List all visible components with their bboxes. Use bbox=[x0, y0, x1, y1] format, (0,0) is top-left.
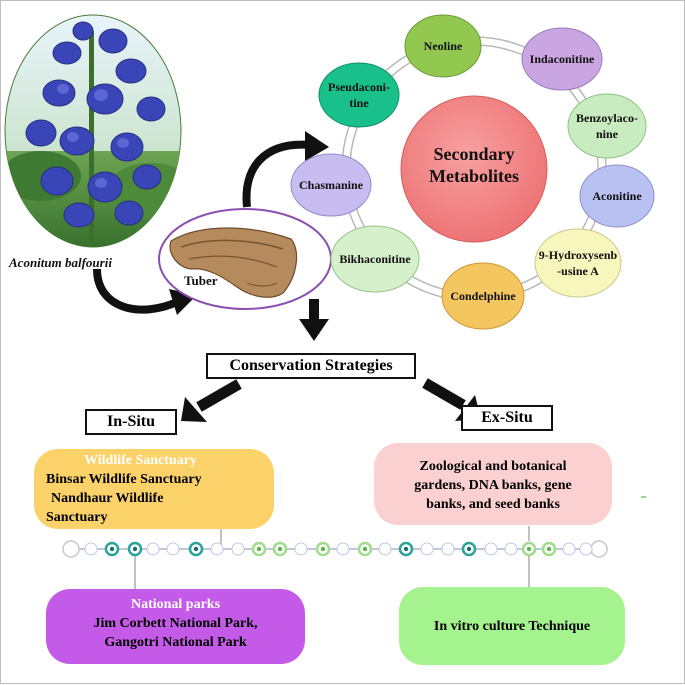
metabolite-label-line: Neoline bbox=[423, 39, 463, 53]
wildlife-heading: Wildlife Sanctuary bbox=[84, 453, 197, 468]
timeline-node-dot bbox=[256, 546, 262, 552]
parks-line: Jim Corbett National Park, bbox=[93, 616, 258, 631]
gardens-line: banks, and seed banks bbox=[426, 497, 560, 512]
timeline-node bbox=[231, 542, 245, 556]
tuber-oval bbox=[158, 208, 332, 310]
timeline-node bbox=[441, 542, 455, 556]
timeline-node bbox=[378, 542, 392, 556]
metabolite-label-line: -usine A bbox=[557, 264, 599, 278]
metabolite-label-line: Pseudaconi- bbox=[327, 80, 390, 94]
aconitum-photo bbox=[4, 14, 182, 248]
timeline-node bbox=[294, 542, 308, 556]
metabolite-label-line: tine bbox=[349, 96, 369, 110]
down-arrow bbox=[299, 299, 329, 341]
timeline-node-dot bbox=[362, 546, 368, 552]
parks-line: Gangotri National Park bbox=[104, 635, 247, 650]
timeline-node-dot bbox=[546, 546, 552, 552]
timeline-node bbox=[146, 542, 160, 556]
metabolite-label: Condelphine bbox=[437, 288, 529, 304]
timeline-node-dot bbox=[193, 546, 199, 552]
timeline-node bbox=[579, 542, 593, 556]
metabolite-label: Pseudaconi-tine bbox=[314, 79, 404, 111]
metabolite-nodes bbox=[290, 14, 655, 330]
secondary-metabolites-title: Secondary Metabolites bbox=[429, 144, 519, 186]
metabolite-label-line: Aconitine bbox=[592, 189, 642, 203]
timeline-node-dot bbox=[466, 546, 472, 552]
center-circle bbox=[400, 95, 548, 243]
timeline-node-dot bbox=[132, 546, 138, 552]
timeline-node-dot bbox=[526, 546, 532, 552]
metabolite-label-line: Indaconitine bbox=[529, 52, 595, 66]
gardens-card: Zoological and botanical gardens, DNA ba… bbox=[374, 443, 612, 525]
timeline-node-dot bbox=[109, 546, 115, 552]
plant-name: Aconitum balfourii bbox=[9, 255, 112, 270]
metabolite-label: Indaconitine bbox=[517, 51, 607, 67]
timeline-node bbox=[420, 542, 434, 556]
metabolite-label: Neoline bbox=[401, 38, 485, 54]
wildlife-line: Binsar Wildlife Sanctuary bbox=[46, 472, 202, 487]
parks-heading: National parks bbox=[130, 597, 221, 612]
curved-arrow-to-tuber bbox=[93, 268, 181, 314]
gardens-line: gardens, DNA banks, gene bbox=[414, 478, 572, 493]
tuber-label: Tuber bbox=[184, 273, 218, 288]
wildlife-line: Sanctuary bbox=[46, 510, 108, 525]
in-vitro-line: In vitro culture Technique bbox=[433, 619, 591, 634]
wildlife-sanctuary-card: Wildlife Sanctuary Binsar Wildlife Sanct… bbox=[34, 449, 274, 529]
metabolite-label-line: nine bbox=[595, 127, 618, 141]
in-situ-box: In-Situ bbox=[85, 409, 177, 435]
metabolite-label-line: Benzoylaco- bbox=[576, 111, 638, 125]
timeline-node bbox=[210, 542, 224, 556]
metabolite-label-line: Chasmanine bbox=[298, 178, 363, 192]
timeline-node-dot bbox=[277, 546, 283, 552]
in-vitro-card: In vitro culture Technique bbox=[399, 587, 625, 665]
arrow-head bbox=[305, 131, 329, 161]
card-connectors bbox=[134, 526, 530, 591]
metabolite-label: 9-Hydroxysenb -usine A bbox=[530, 247, 626, 279]
metabolite-label-line: Condelphine bbox=[450, 289, 516, 303]
curved-arrow-to-metabolites bbox=[242, 140, 312, 208]
ex-situ-box: Ex-Situ bbox=[461, 405, 553, 431]
timeline-node bbox=[562, 542, 576, 556]
gardens-line: Zoological and botanical bbox=[419, 459, 567, 474]
timeline-node bbox=[504, 542, 518, 556]
timeline-node bbox=[484, 542, 498, 556]
timeline-node bbox=[166, 542, 180, 556]
national-parks-card: National parks Jim Corbett National Park… bbox=[46, 589, 305, 664]
metabolite-label: Aconitine bbox=[575, 188, 659, 204]
metabolite-label: Benzoylaco-nine bbox=[564, 110, 650, 142]
metabolite-label: Chasmanine bbox=[286, 177, 376, 193]
metabolite-label-line: Bikhaconitine bbox=[339, 252, 411, 266]
conservation-strategies-box: Conservation Strategies bbox=[206, 353, 416, 379]
timeline bbox=[62, 540, 608, 558]
metabolite-label-line: 9-Hydroxysenb bbox=[538, 248, 618, 262]
metabolite-label: Bikhaconitine bbox=[327, 251, 423, 267]
arrow-to-in-situ bbox=[181, 379, 242, 422]
timeline-node bbox=[84, 542, 98, 556]
timeline-node-dot bbox=[320, 546, 326, 552]
wildlife-line: Nandhaur Wildlife bbox=[51, 491, 164, 506]
timeline-node-dot bbox=[403, 546, 409, 552]
timeline-node bbox=[336, 542, 350, 556]
